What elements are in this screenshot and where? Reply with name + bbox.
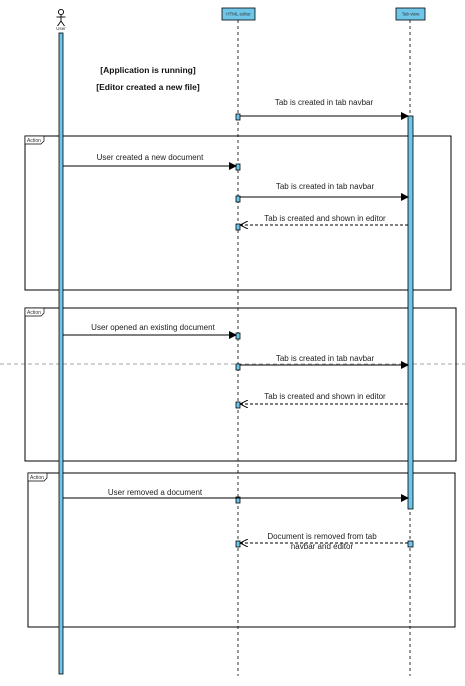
activation-bar-user bbox=[58, 32, 64, 675]
message-label-line-1: Document is removed from tab bbox=[267, 532, 377, 541]
fragment-tag: Action bbox=[30, 475, 44, 481]
message-label: Tab is created in tab navbar bbox=[275, 98, 374, 107]
participant-tab-view-label: Tab view bbox=[402, 12, 420, 17]
message-1: Tab is created in tab navbar bbox=[240, 98, 409, 120]
participant-html-editor-label: HTML editor bbox=[226, 12, 251, 17]
message-5: User opened an existing document bbox=[63, 323, 237, 339]
message-6: Tab is created in tab navbar bbox=[240, 354, 409, 369]
message-label: Tab is created in tab navbar bbox=[276, 182, 375, 191]
message-label: Tab is created and shown in editor bbox=[264, 214, 386, 223]
message-3: Tab is created in tab navbar bbox=[240, 182, 409, 201]
fragment-tag: Action bbox=[27, 138, 41, 144]
message-8: User removed a document bbox=[63, 488, 409, 502]
message-label: User opened an existing document bbox=[91, 323, 215, 332]
message-2: User created a new document bbox=[63, 153, 237, 170]
message-label: User created a new document bbox=[97, 153, 205, 162]
tab-view-activation-marker bbox=[407, 540, 414, 548]
fragment-tag: Action bbox=[27, 310, 41, 316]
fragment-action-2: Action bbox=[24, 307, 457, 462]
participant-tab-view: Tab view bbox=[395, 7, 426, 21]
participant-html-editor: HTML editor bbox=[221, 7, 256, 21]
participant-user: User bbox=[56, 8, 66, 31]
fragment-action-3: Action bbox=[27, 472, 456, 628]
message-label-line-2: navbar and editor bbox=[291, 542, 354, 551]
message-9: Document is removed from tab navbar and … bbox=[240, 532, 408, 551]
message-label: Tab is created and shown in editor bbox=[264, 392, 386, 401]
message-label: Tab is created in tab navbar bbox=[276, 354, 375, 363]
message-4: Tab is created and shown in editor bbox=[240, 214, 408, 225]
message-7: Tab is created and shown in editor bbox=[240, 392, 408, 404]
activation-bar-tab-view bbox=[407, 115, 414, 510]
note-application-running: [Application is running] bbox=[100, 65, 196, 75]
participant-user-label: User bbox=[56, 26, 66, 31]
actor-icon bbox=[56, 8, 66, 27]
editor-activation-markers bbox=[235, 113, 241, 548]
message-label: User removed a document bbox=[108, 488, 203, 497]
note-editor-created: [Editor created a new file] bbox=[96, 82, 200, 92]
